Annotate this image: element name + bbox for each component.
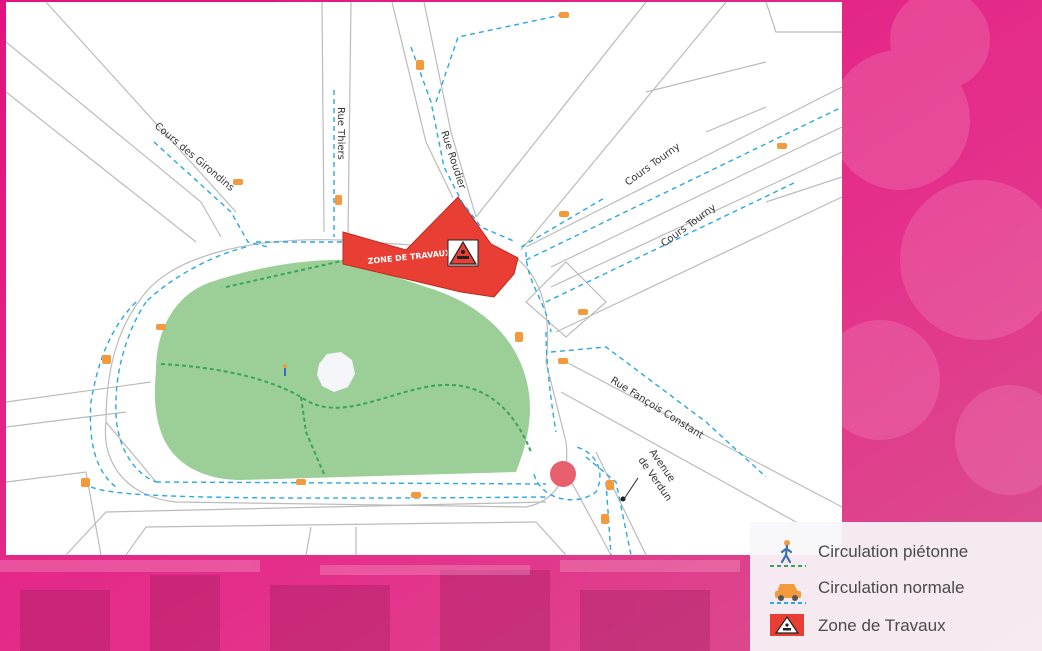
legend-label-pedestrian: Circulation piétonne (818, 542, 969, 561)
legend-label-works: Zone de Travaux (818, 616, 946, 635)
car-icons (81, 12, 787, 524)
roadwork-sign-icon (770, 614, 804, 636)
legend-item-car: Circulation normale (750, 570, 1042, 606)
pedestrian-icon (770, 540, 806, 567)
roundabout (550, 461, 576, 487)
legend-item-works: Zone de Travaux (750, 608, 1042, 644)
verdun-marker (620, 477, 639, 502)
works-map: ZONE DE TRAVAUX (6, 2, 842, 555)
legend-item-pedestrian: Circulation piétonne (750, 534, 1042, 570)
traffic-routes (89, 13, 842, 555)
car-icon (770, 584, 806, 604)
works-zone: ZONE DE TRAVAUX (342, 196, 519, 298)
park-area (154, 259, 532, 480)
pedestrian-icon-map (283, 364, 287, 376)
roadwork-sign-icon (447, 239, 479, 267)
street-label-rue-thiers: Rue Thiers (335, 107, 346, 160)
map-legend: Circulation piétonne Circulation normale… (750, 522, 1042, 651)
legend-label-car: Circulation normale (818, 578, 965, 597)
